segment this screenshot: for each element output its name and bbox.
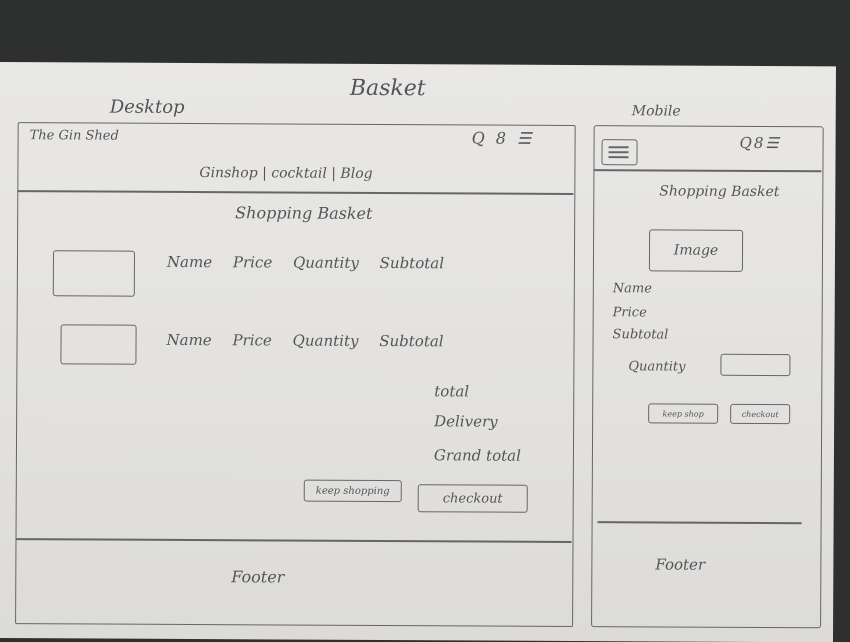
basket-title: Shopping Basket xyxy=(235,203,373,223)
mobile-keep-shopping-button[interactable]: keep shop xyxy=(648,403,719,424)
site-logo[interactable]: The Gin Shed xyxy=(29,128,119,144)
desktop-header-icons[interactable]: Q 8 ☰ xyxy=(471,128,535,148)
basket-row: Name Price Quantity Subtotal xyxy=(166,330,444,351)
mobile-checkout-button[interactable]: checkout xyxy=(730,403,791,425)
delivery-label: Delivery xyxy=(434,412,498,431)
mobile-quantity-input[interactable] xyxy=(720,353,791,377)
total-label: total xyxy=(434,382,470,401)
product-image-placeholder xyxy=(60,324,137,365)
checkout-button[interactable]: checkout xyxy=(417,484,528,513)
mobile-frame xyxy=(591,125,824,629)
mobile-product-image: Image xyxy=(648,229,744,272)
product-image-placeholder xyxy=(52,250,136,297)
mobile-header-icons[interactable]: Q8☰ xyxy=(739,133,781,153)
desktop-nav[interactable]: Ginshop | cocktail | Blog xyxy=(199,165,373,182)
page-title: Basket xyxy=(349,75,426,102)
basket-row: Name Price Quantity Subtotal xyxy=(166,252,445,273)
mobile-quantity-label: Quantity xyxy=(628,359,686,375)
mobile-price-label: Price xyxy=(612,305,647,321)
mobile-label: Mobile xyxy=(631,103,681,120)
mobile-basket-title: Shopping Basket xyxy=(659,183,780,201)
mobile-subtotal-label: Subtotal xyxy=(612,327,669,343)
wireframe-paper: Basket Desktop Mobile The Gin Shed Q 8 ☰… xyxy=(0,62,836,642)
desktop-label: Desktop xyxy=(109,96,185,118)
desktop-frame xyxy=(15,122,576,628)
grand-total-label: Grand total xyxy=(433,446,521,465)
footer: Footer xyxy=(231,567,285,587)
mobile-name-label: Name xyxy=(612,281,653,297)
keep-shopping-button[interactable]: keep shopping xyxy=(303,479,402,503)
menu-icon[interactable] xyxy=(601,139,638,166)
mobile-footer: Footer xyxy=(655,555,706,574)
